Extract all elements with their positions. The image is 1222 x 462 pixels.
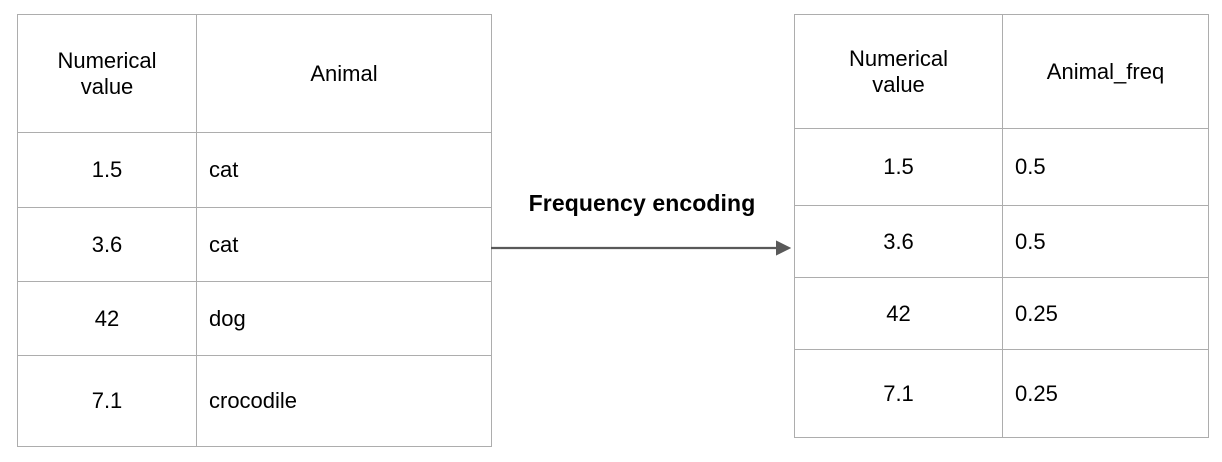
cell-animal: cat bbox=[196, 207, 492, 282]
header-line-1: Animal bbox=[310, 60, 378, 86]
cell-animal: dog bbox=[196, 281, 492, 356]
table-row: 1.5 cat bbox=[17, 132, 492, 208]
transform-label: Frequency encoding bbox=[528, 190, 756, 216]
cell-numerical-value: 1.5 bbox=[17, 132, 197, 208]
encoded-table: Numerical value Animal_freq 1.5 0.5 3.6 … bbox=[794, 14, 1209, 438]
cell-numerical-value: 42 bbox=[794, 277, 1003, 350]
cell-animal-freq: 0.5 bbox=[1002, 128, 1209, 206]
table-header-row: Numerical value Animal bbox=[17, 14, 492, 133]
transform-arrow-icon bbox=[491, 240, 792, 256]
table-row: 1.5 0.5 bbox=[794, 128, 1209, 206]
cell-animal-freq: 0.5 bbox=[1002, 205, 1209, 278]
cell-numerical-value: 7.1 bbox=[794, 349, 1003, 438]
column-header-animal-freq: Animal_freq bbox=[1002, 14, 1209, 129]
table-row: 3.6 0.5 bbox=[794, 205, 1209, 278]
cell-animal-freq: 0.25 bbox=[1002, 349, 1209, 438]
column-header-animal: Animal bbox=[196, 14, 492, 133]
cell-numerical-value: 3.6 bbox=[794, 205, 1003, 278]
cell-numerical-value: 3.6 bbox=[17, 207, 197, 282]
cell-numerical-value: 42 bbox=[17, 281, 197, 356]
header-line-1: Animal_freq bbox=[1046, 58, 1165, 84]
cell-animal: crocodile bbox=[196, 355, 492, 447]
cell-animal-freq: 0.25 bbox=[1002, 277, 1209, 350]
cell-numerical-value: 1.5 bbox=[794, 128, 1003, 206]
header-line-2: value bbox=[80, 73, 134, 99]
header-line-1: Numerical bbox=[57, 47, 157, 73]
table-row: 3.6 cat bbox=[17, 207, 492, 282]
header-line-2: value bbox=[872, 71, 925, 97]
cell-numerical-value: 7.1 bbox=[17, 355, 197, 447]
cell-animal: cat bbox=[196, 132, 492, 208]
original-table: Numerical value Animal 1.5 cat 3.6 cat 4… bbox=[17, 14, 492, 447]
table-row: 7.1 crocodile bbox=[17, 355, 492, 447]
table-row: 42 dog bbox=[17, 281, 492, 356]
table-header-row: Numerical value Animal_freq bbox=[794, 14, 1209, 129]
header-line-1: Numerical bbox=[848, 45, 949, 71]
column-header-numerical-value: Numerical value bbox=[17, 14, 197, 133]
column-header-numerical-value: Numerical value bbox=[794, 14, 1003, 129]
table-row: 7.1 0.25 bbox=[794, 349, 1209, 438]
table-row: 42 0.25 bbox=[794, 277, 1209, 350]
